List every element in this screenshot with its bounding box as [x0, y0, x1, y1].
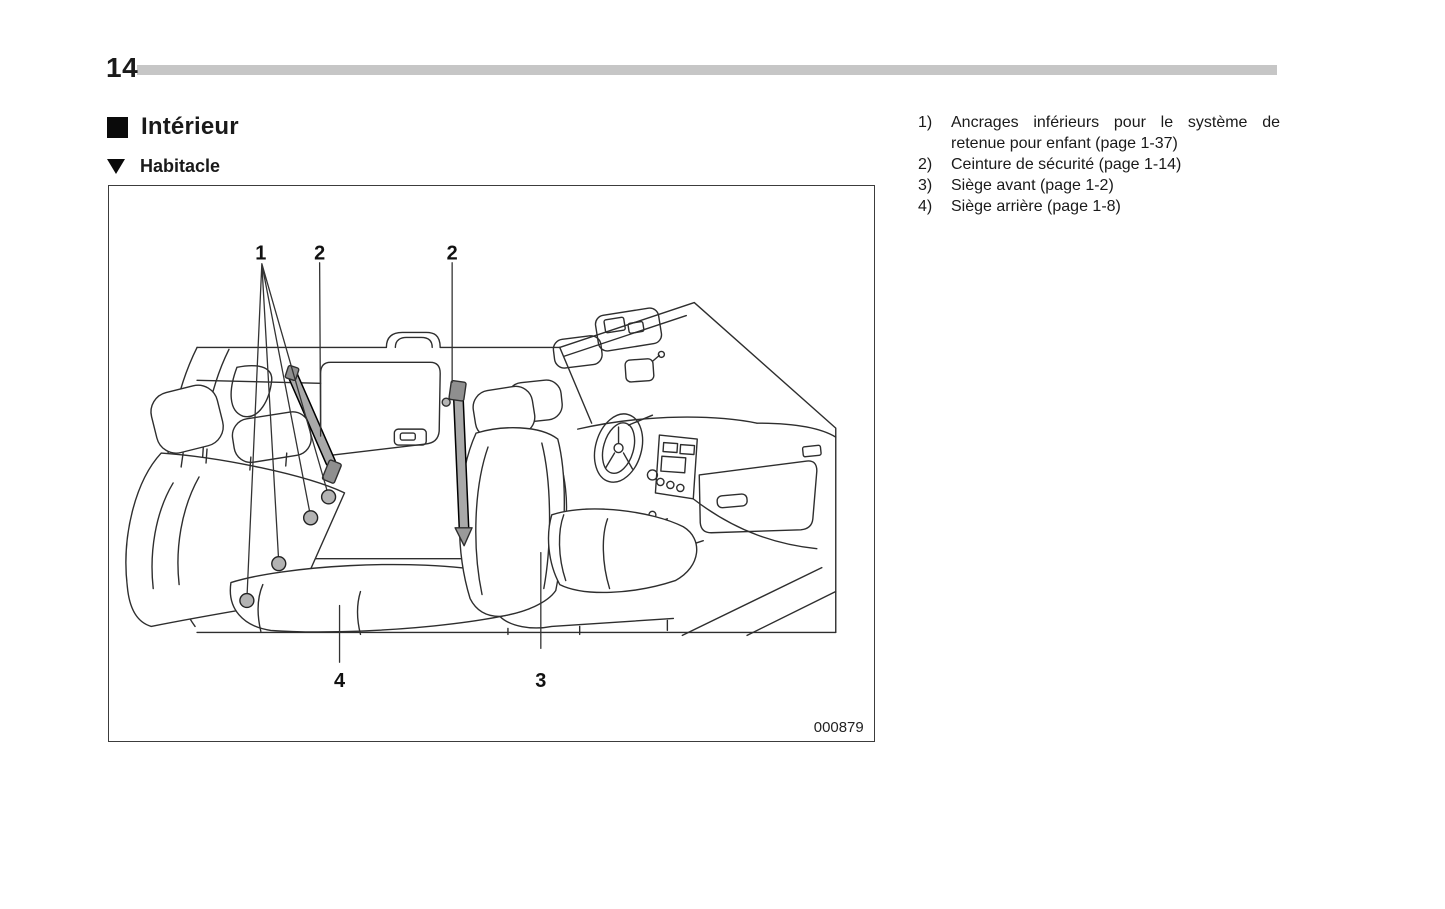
- legend-item: 1) Ancrages inférieurs pour le système d…: [918, 112, 1280, 154]
- header-rule: [137, 65, 1277, 75]
- section-heading: Intérieur: [107, 113, 239, 141]
- section-square-bullet-icon: [107, 116, 128, 138]
- legend-item-text: Ancrages inférieurs pour le système de r…: [951, 114, 1280, 152]
- legend-item-number: 4): [918, 198, 933, 215]
- legend-item-number: 1): [918, 114, 933, 131]
- sub-heading: Habitacle: [107, 156, 220, 177]
- legend-item: 4) Siège arrière (page 1-8): [918, 196, 1280, 217]
- rear-window: [319, 361, 441, 456]
- rear-headrest-left: [150, 384, 224, 454]
- callout-4-label: 4: [334, 670, 345, 692]
- callout-2-front-label: 2: [447, 243, 458, 265]
- anchor-point: [239, 592, 255, 609]
- callout-3-label: 3: [535, 670, 546, 692]
- rear-seatbelt: [284, 364, 342, 484]
- page-number: 14: [106, 52, 139, 83]
- legend-item-text: Siège avant (page 1-2): [951, 177, 1114, 194]
- section-title: Intérieur: [141, 113, 239, 140]
- anchor-point: [302, 510, 319, 526]
- anchor-point: [271, 555, 287, 572]
- steering-wheel: [593, 413, 654, 483]
- legend-item: 3) Siège avant (page 1-2): [918, 175, 1280, 196]
- child-restraint-anchor-points: [239, 489, 337, 609]
- rearview-mirror-icon: [624, 358, 655, 383]
- legend-item-number: 3): [918, 177, 933, 194]
- callout-2-rear-label: 2: [314, 243, 325, 265]
- legend-item-number: 2): [918, 156, 933, 173]
- legend-item-text: Ceinture de sécurité (page 1-14): [951, 156, 1182, 173]
- legend-list: 1) Ancrages inférieurs pour le système d…: [918, 112, 1280, 217]
- audio-display-icon: [660, 455, 687, 474]
- interior-figure: 1 2 2 4 3 000879: [108, 185, 875, 742]
- sun-visor: [552, 335, 603, 369]
- figure-code: 000879: [814, 719, 864, 736]
- rear-bench-seat: [125, 384, 534, 636]
- glove-box: [698, 460, 818, 534]
- triangle-bullet-icon: [107, 159, 125, 174]
- callout-1-label: 1: [255, 243, 266, 265]
- front-seatbelt: [441, 379, 473, 547]
- door-handle-icon: [393, 428, 427, 446]
- sub-title: Habitacle: [140, 156, 221, 176]
- overhead-console: [552, 307, 666, 383]
- legend-item: 2) Ceinture de sécurité (page 1-14): [918, 154, 1280, 175]
- front-seat: [458, 379, 698, 636]
- legend-item-text: Siège arrière (page 1-8): [951, 198, 1121, 215]
- anchor-point: [320, 489, 337, 505]
- side-vent-icon: [801, 444, 822, 458]
- car-interior-illustration: 1 2 2 4 3 000879: [125, 243, 864, 736]
- belt-tongue-icon: [454, 527, 473, 547]
- belt-buckle-icon: [321, 459, 342, 484]
- callout-leader-lines: [246, 262, 542, 663]
